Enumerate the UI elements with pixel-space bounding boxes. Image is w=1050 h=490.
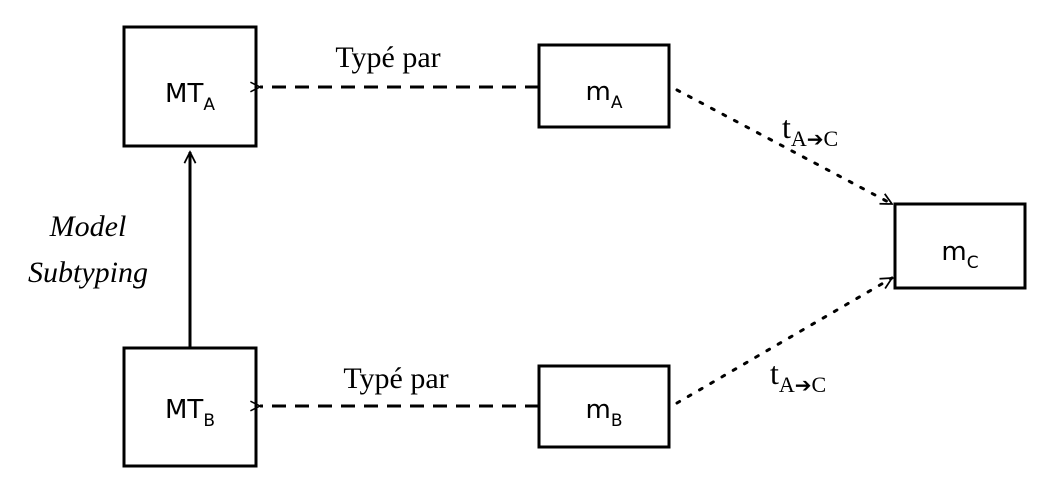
subtyping-label-line2: Subtyping xyxy=(28,256,148,289)
m-b-main: m xyxy=(586,395,611,425)
m-a-sub: A xyxy=(611,93,623,113)
mt-b-sub: B xyxy=(203,411,215,431)
transform-label-top: tA➔C xyxy=(782,109,838,151)
transform-arrow-top xyxy=(675,88,892,206)
mt-a-main: MT xyxy=(165,79,203,109)
transform-label-bottom: tA➔C xyxy=(770,355,826,397)
typed-by-label-bottom: Typé par xyxy=(343,362,448,395)
svg-text:MTB: MTB xyxy=(165,395,215,431)
svg-text:mA: mA xyxy=(586,77,623,113)
m-b-sub: B xyxy=(611,411,623,431)
box-m-b: mB xyxy=(537,364,671,449)
box-m-a: mA xyxy=(537,43,671,129)
m-a-main: m xyxy=(586,77,611,107)
mt-b-main: MT xyxy=(165,395,203,425)
m-c-sub: C xyxy=(967,253,979,273)
m-c-main: m xyxy=(941,237,966,267)
transform-arrow-bottom xyxy=(675,276,892,405)
box-mt-b: MTB xyxy=(122,346,258,468)
box-mt-a: MTA xyxy=(122,25,258,148)
typed-by-label-top: Typé par xyxy=(335,41,440,74)
svg-text:mB: mB xyxy=(586,395,623,431)
mt-a-sub: A xyxy=(203,95,215,115)
svg-text:mC: mC xyxy=(941,237,978,273)
subtyping-label-line1: Model xyxy=(49,210,127,243)
svg-text:MTA: MTA xyxy=(165,79,215,115)
box-m-c: mC xyxy=(893,202,1027,290)
